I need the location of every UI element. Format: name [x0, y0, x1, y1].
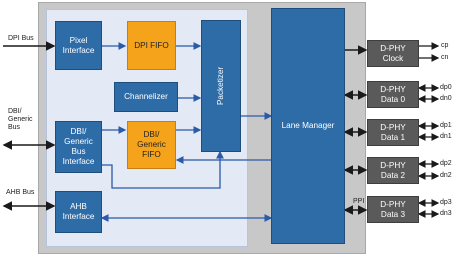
dphy-clock-block: D-PHY Clock	[367, 40, 419, 67]
dbi-generic-fifo-block: DBI/ Generic FIFO	[127, 121, 176, 169]
ahb-interface-block: AHB Interface	[55, 191, 102, 233]
pin-dp0: dp0	[440, 84, 452, 91]
pin-dp1: dp1	[440, 122, 452, 129]
dpi-bus-label: DPI Bus	[8, 35, 34, 42]
dphy-data2-block: D-PHY Data 2	[367, 157, 419, 184]
lane-manager-block: Lane Manager	[271, 8, 345, 244]
ppi-label: PPI	[353, 198, 365, 205]
channelizer-block: Channelizer	[114, 82, 178, 112]
packetizer-block: Packetizer	[201, 20, 241, 152]
pin-dn3: dn3	[440, 210, 452, 217]
pixel-interface-block: Pixel Interface	[55, 21, 102, 70]
pin-cp: cp	[441, 42, 449, 49]
dbi-generic-bus-interface-block: DBI/ Generic Bus Interface	[55, 121, 102, 173]
dphy-data0-block: D-PHY Data 0	[367, 81, 419, 108]
packetizer-label: Packetizer	[216, 66, 226, 106]
pin-dp2: dp2	[440, 160, 452, 167]
pin-dp3: dp3	[440, 199, 452, 206]
dphy-data3-block: D-PHY Data 3	[367, 196, 419, 223]
ahb-bus-label: AHB Bus	[6, 189, 35, 196]
pin-dn0: dn0	[440, 95, 452, 102]
dpi-fifo-block: DPI FIFO	[127, 21, 176, 70]
pin-dn1: dn1	[440, 133, 452, 140]
pin-dn2: dn2	[440, 172, 452, 179]
dbi-bus-label: DBI/ Generic Bus	[8, 108, 33, 132]
dphy-data1-block: D-PHY Data 1	[367, 119, 419, 146]
pin-cn: cn	[441, 54, 449, 61]
